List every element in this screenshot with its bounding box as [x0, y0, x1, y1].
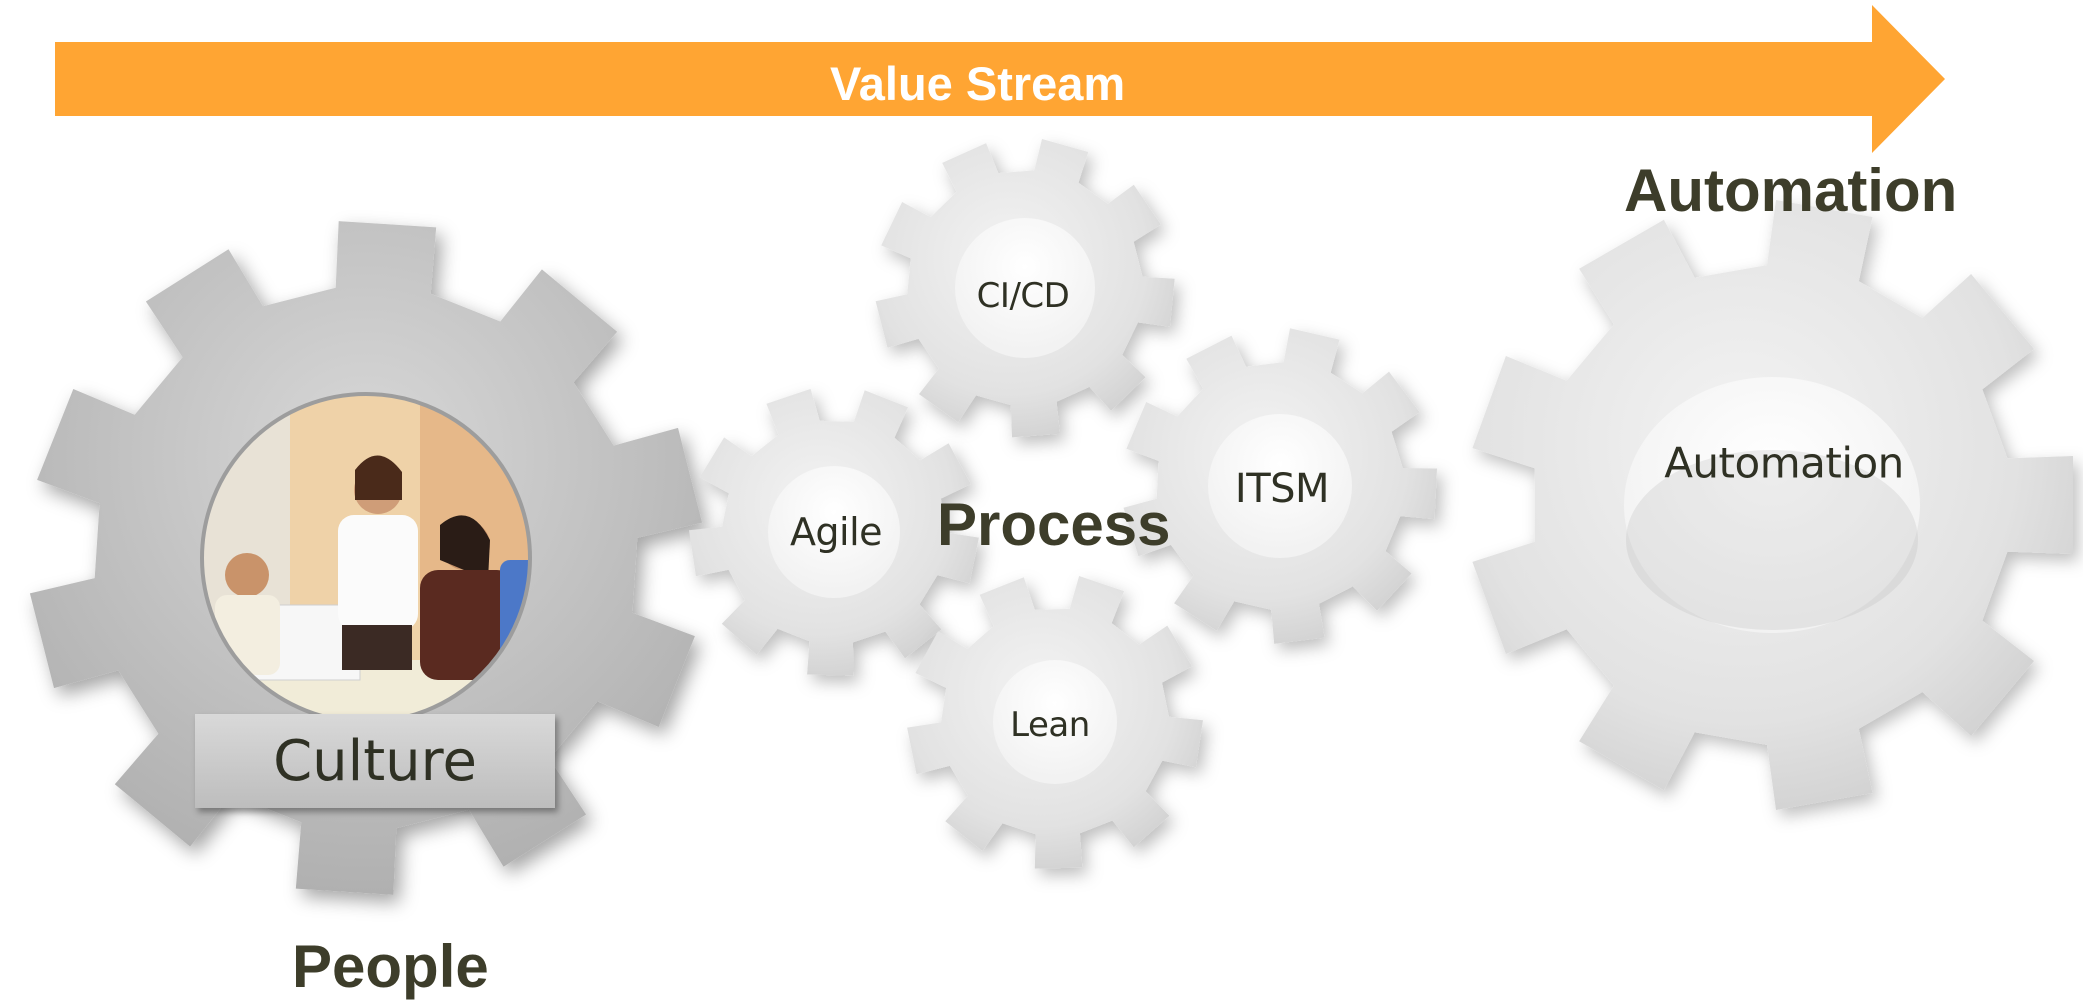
value-stream-label: Value Stream [830, 57, 1126, 110]
process-heading: Process [937, 491, 1171, 558]
value-stream-arrow [55, 5, 1945, 153]
automation-heading: Automation [1624, 157, 1958, 224]
itsm-gear-label: ITSM [1234, 466, 1330, 512]
automation-hole-shade [1626, 450, 1918, 630]
people-heading: People [292, 933, 489, 1000]
culture-label-box: Culture [195, 714, 555, 808]
culture-label: Culture [273, 728, 477, 794]
agile-gear-label: Agile [789, 510, 883, 554]
automation-gear-label: Automation [1664, 438, 1904, 488]
cicd-gear-hole [955, 218, 1095, 358]
lean-gear-hole [993, 660, 1117, 784]
itsm-gear-hole [1208, 414, 1352, 558]
lean-gear-label: Lean [1010, 705, 1090, 745]
automation-gear-hole [1624, 377, 1920, 633]
cicd-gear-label: CI/CD [976, 276, 1070, 316]
agile-gear-hole [768, 466, 900, 598]
